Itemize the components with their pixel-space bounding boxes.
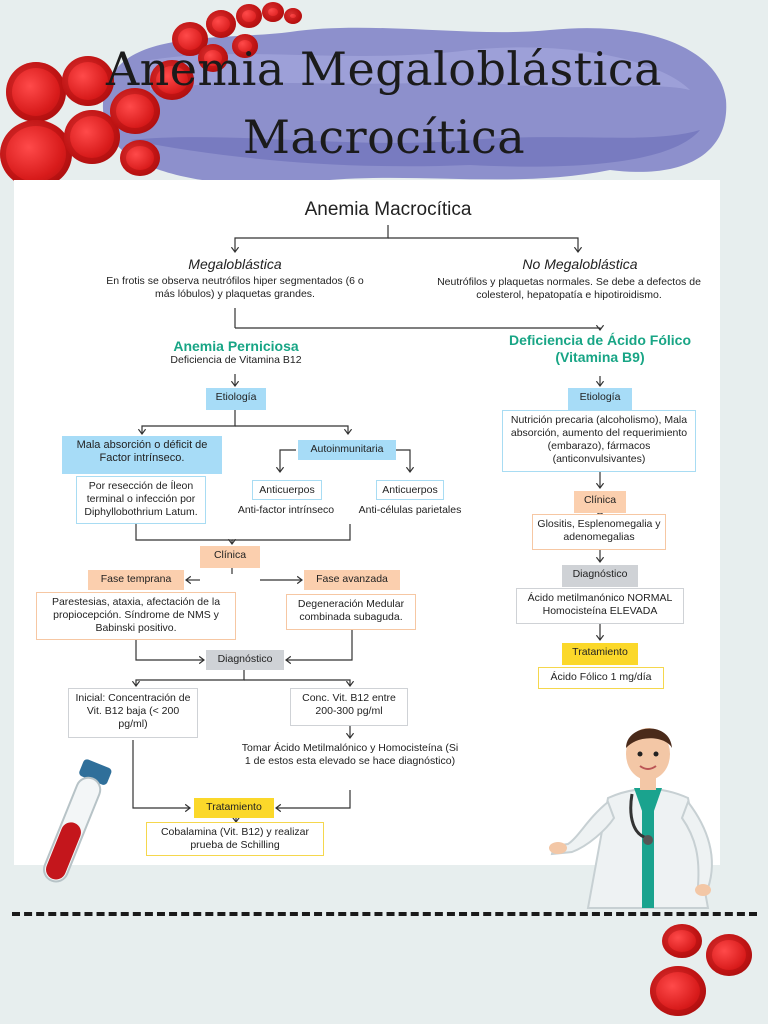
folico-diagnostico-badge: Diagnóstico (562, 565, 638, 587)
inicial-box: Inicial: Concentración de Vit. B12 baja … (68, 688, 198, 738)
antifactor-label: Anti-factor intrínseco (237, 504, 335, 516)
anticuerpos-box-1: Anticuerpos (252, 480, 322, 500)
folico-tratamiento-box: Ácido Fólico 1 mg/día (538, 667, 664, 689)
mala-absorcion-badge: Mala absorción o déficit de Factor intrí… (62, 436, 222, 474)
cobalamina-box: Cobalamina (Vit. B12) y realizar prueba … (146, 822, 324, 856)
megaloblastica-desc: En frotis se observa neutrófilos hiper s… (106, 275, 364, 300)
folico-diagnostico-box: Ácido metilmanónico NORMAL Homocisteína … (516, 588, 684, 624)
folico-etiologia-badge: Etiología (568, 388, 632, 410)
fase-temprana-box: Parestesias, ataxia, afectación de la pr… (36, 592, 236, 640)
title-banner-splash (102, 27, 727, 185)
perniciosa-diagnostico-badge: Diagnóstico (206, 650, 284, 670)
tomar-text: Tomar Ácido Metilmalónico y Homocisteína… (241, 742, 459, 767)
blood-test-tube-icon (42, 759, 112, 883)
megaloblastica-label: Megaloblástica (188, 256, 282, 272)
perniciosa-clinica-badge: Clínica (200, 546, 260, 568)
perniciosa-etiologia-badge: Etiología (206, 388, 266, 410)
conc-box: Conc. Vit. B12 entre 200-300 pg/ml (290, 688, 408, 726)
page-title-line2: Macrocítica (242, 110, 526, 164)
doctor-illustration-icon (549, 728, 713, 909)
anticuerpos-box-2: Anticuerpos (376, 480, 444, 500)
folico-clinica-badge: Clínica (574, 491, 626, 513)
folico-tratamiento-badge: Tratamiento (562, 643, 638, 665)
fase-avanzada-box: Degeneración Medular combinada subaguda. (286, 594, 416, 630)
dashed-separator (12, 912, 757, 916)
page-title-line1: Anemia Megaloblástica (105, 42, 663, 96)
anticelulas-label: Anti-células parietales (358, 504, 462, 516)
no-megaloblastica-label: No Megaloblástica (522, 256, 638, 272)
fase-temprana-badge: Fase temprana (88, 570, 184, 590)
perniciosa-tratamiento-badge: Tratamiento (194, 798, 274, 818)
perniciosa-subtitle: Deficiencia de Vitamina B12 (170, 354, 302, 366)
folico-title: Deficiencia de Ácido Fólico (Vitamina B9… (508, 332, 692, 365)
autoinmunitaria-badge: Autoinmunitaria (298, 440, 396, 460)
perniciosa-title: Anemia Perniciosa (173, 338, 299, 354)
no-megaloblastica-desc: Neutrófilos y plaquetas normales. Se deb… (437, 276, 701, 301)
reseccion-box: Por resección de Íleon terminal o infecc… (76, 476, 206, 524)
root-node: Anemia Macrocítica (304, 199, 472, 220)
folico-etiologia-box: Nutrición precaria (alcoholismo), Mala a… (502, 410, 696, 472)
fase-avanzada-badge: Fase avanzada (304, 570, 400, 590)
folico-clinica-box: Glositis, Esplenomegalia y adenomegalias (532, 514, 666, 550)
